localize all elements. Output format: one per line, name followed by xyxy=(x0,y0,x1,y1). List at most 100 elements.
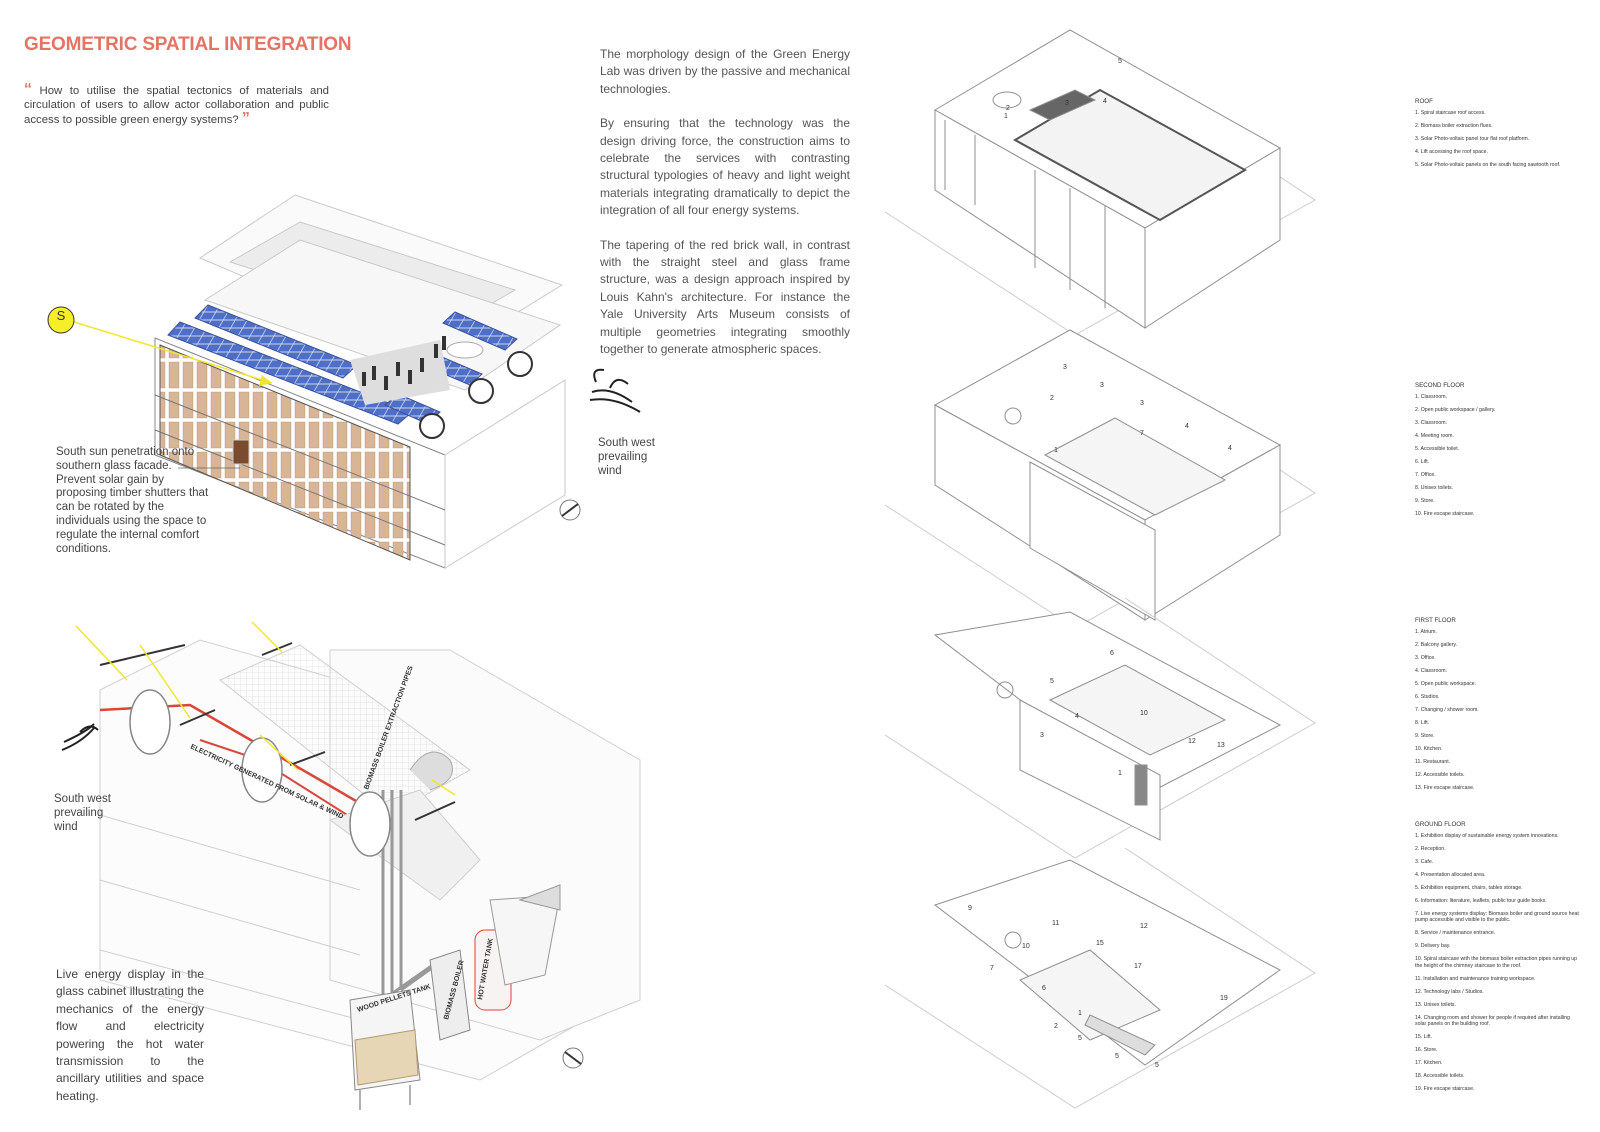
svg-text:2: 2 xyxy=(1050,395,1054,402)
legend-item: 11. Restaurant. xyxy=(1415,759,1451,765)
svg-text:17: 17 xyxy=(1134,963,1142,970)
svg-text:9: 9 xyxy=(968,905,972,912)
legend-item: 19. Fire escape staircase. xyxy=(1415,1086,1475,1093)
svg-text:5: 5 xyxy=(1050,678,1054,685)
svg-text:2: 2 xyxy=(1054,1023,1058,1030)
legend-item: 1. Atrium. xyxy=(1415,629,1437,635)
legend-item: 5. Solar Photo-voltaic panels on the sou… xyxy=(1415,162,1561,168)
page-title: GEOMETRIC SPATIAL INTEGRATION xyxy=(24,34,352,55)
legend-item: 9. Store. xyxy=(1415,498,1435,504)
legend-item: 12. Accessible toilets. xyxy=(1415,772,1465,778)
legend-item: 18. Accessible toilets. xyxy=(1415,1073,1465,1080)
live-energy-note: Live energy display in the glass cabinet… xyxy=(56,967,204,1103)
wind-note: South west prevailing wind xyxy=(54,793,111,833)
legend-item: 3. Cafe. xyxy=(1415,859,1434,865)
svg-text:6: 6 xyxy=(1042,985,1046,992)
svg-text:3: 3 xyxy=(1040,732,1044,739)
legend-heading: FIRST FLOOR xyxy=(1415,617,1456,624)
legend-item: 6. Information: literature, leaflets, pu… xyxy=(1415,898,1547,904)
energy-systems-section xyxy=(99,639,641,1110)
wind-icon xyxy=(61,723,99,751)
svg-text:11: 11 xyxy=(1052,920,1059,927)
legend-heading: ROOF xyxy=(1415,98,1433,105)
legend-heading: SECOND FLOOR xyxy=(1415,382,1465,389)
legend-item: 10. Spiral staircase with the biomass bo… xyxy=(1415,956,1578,969)
legend-heading: GROUND FLOOR xyxy=(1415,821,1466,828)
legend-item: 13. Unisex toilets. xyxy=(1415,1001,1456,1008)
legend-item: 3. Solar Photo-voltaic panel tour flat r… xyxy=(1415,136,1530,142)
wind-note: South west prevailing wind xyxy=(598,437,655,477)
legend-item: 5. Open public workspace. xyxy=(1415,681,1477,687)
legend-item: 17. Kitchen. xyxy=(1415,1060,1443,1067)
svg-text:3: 3 xyxy=(1140,400,1144,407)
legend-item: 16. Store. xyxy=(1415,1047,1438,1054)
svg-text:12: 12 xyxy=(1140,923,1148,930)
legend-item: 9. Delivery bay. xyxy=(1415,943,1451,950)
intro-paragraph: By ensuring that the technology was the … xyxy=(600,116,850,218)
legend-item: 15. Lift. xyxy=(1415,1034,1433,1041)
svg-text:15: 15 xyxy=(1096,940,1104,947)
legend-item: 7. Changing / shower room. xyxy=(1415,707,1479,713)
intro-paragraph: The tapering of the red brick wall, in c… xyxy=(600,237,850,357)
svg-text:12: 12 xyxy=(1188,738,1196,745)
legend-first-floor: FIRST FLOOR 1. Atrium. 2. Balcony gallery… xyxy=(1415,614,1580,798)
legend-item: 8. Unisex toilets. xyxy=(1415,485,1454,491)
legend-item: 4. Meeting room. xyxy=(1415,433,1454,439)
svg-text:7: 7 xyxy=(990,965,994,972)
legend-item: 8. Lift. xyxy=(1415,720,1430,726)
south-sun-note: South sun penetration onto southern glas… xyxy=(56,446,209,555)
svg-text:4: 4 xyxy=(1075,713,1079,720)
intro-paragraph: The morphology design of the Green Energ… xyxy=(600,47,850,96)
legend-item: 6. Studios. xyxy=(1415,694,1440,700)
svg-text:1: 1 xyxy=(1118,770,1122,777)
svg-text:5: 5 xyxy=(1155,1062,1159,1069)
legend-item: 4. Classroom. xyxy=(1415,668,1447,674)
wind-turbine-icon xyxy=(129,689,391,857)
solar-panel-edge xyxy=(99,642,456,821)
svg-text:5: 5 xyxy=(1078,1035,1082,1042)
north-arrow-icon xyxy=(559,499,581,521)
svg-text:4: 4 xyxy=(1103,98,1107,105)
svg-text:1: 1 xyxy=(1004,113,1008,120)
svg-text:10: 10 xyxy=(1022,943,1030,950)
legend-item: 2. Balcony gallery. xyxy=(1415,642,1458,648)
svg-text:2: 2 xyxy=(1006,105,1010,112)
svg-text:3: 3 xyxy=(1065,100,1069,107)
legend-item: 3. Office. xyxy=(1415,655,1436,661)
legend-ground-floor: GROUND FLOOR 1. Exhibition display of su… xyxy=(1415,818,1580,1099)
solar-isometric-building xyxy=(73,194,566,569)
svg-text:4: 4 xyxy=(1228,445,1232,452)
svg-text:5: 5 xyxy=(1118,58,1122,65)
roof-plan-isometric xyxy=(884,29,1316,336)
svg-text:19: 19 xyxy=(1220,995,1228,1002)
legend-item: 14. Changing room and shower for people … xyxy=(1415,1014,1570,1028)
svg-text:10: 10 xyxy=(1140,710,1148,717)
legend-item: 10. Kitchen. xyxy=(1415,746,1443,752)
legend-item: 13. Fire escape staircase. xyxy=(1415,785,1475,791)
quote-close: ” xyxy=(241,110,250,127)
svg-text:5: 5 xyxy=(1115,1053,1119,1060)
legend-item: 9. Store. xyxy=(1415,733,1435,739)
question-text: How to utilise the spatial tectonics of … xyxy=(24,85,329,126)
legend-item: 1. Classroom. xyxy=(1415,394,1447,400)
legend-item: 2. Biomass boiler extraction flues. xyxy=(1415,123,1493,129)
design-question: “ How to utilise the spatial tectonics o… xyxy=(24,82,329,127)
intro-text: The morphology design of the Green Energ… xyxy=(600,46,850,376)
legend-item: 6. Lift. xyxy=(1415,459,1430,465)
legend-roof: ROOF 1. Spiral staircase roof access. 2. … xyxy=(1415,95,1580,175)
legend-item: 5. Exhibition equipment, chairs, tables … xyxy=(1415,885,1523,891)
legend-item: 1. Spiral staircase roof access. xyxy=(1415,110,1486,116)
legend-item: 5. Accessible toilet. xyxy=(1415,446,1460,452)
wind-icon xyxy=(589,368,641,413)
first-floor-plan-isometric xyxy=(884,597,1316,859)
svg-text:1: 1 xyxy=(1078,1010,1082,1017)
svg-text:7: 7 xyxy=(1140,430,1144,437)
legend-item: 8. Service / maintenance entrance. xyxy=(1415,930,1496,937)
legend-item: 4. Presentation allocated area. xyxy=(1415,872,1486,878)
legend-item: 1. Exhibition display of sustainable ene… xyxy=(1415,833,1559,839)
legend-item: 4. Lift accessing the roof space. xyxy=(1415,149,1488,155)
sun-icon xyxy=(47,306,75,334)
legend-second-floor: SECOND FLOOR 1. Classroom.2. Open public… xyxy=(1415,379,1580,524)
north-arrow-icon xyxy=(562,1047,584,1069)
